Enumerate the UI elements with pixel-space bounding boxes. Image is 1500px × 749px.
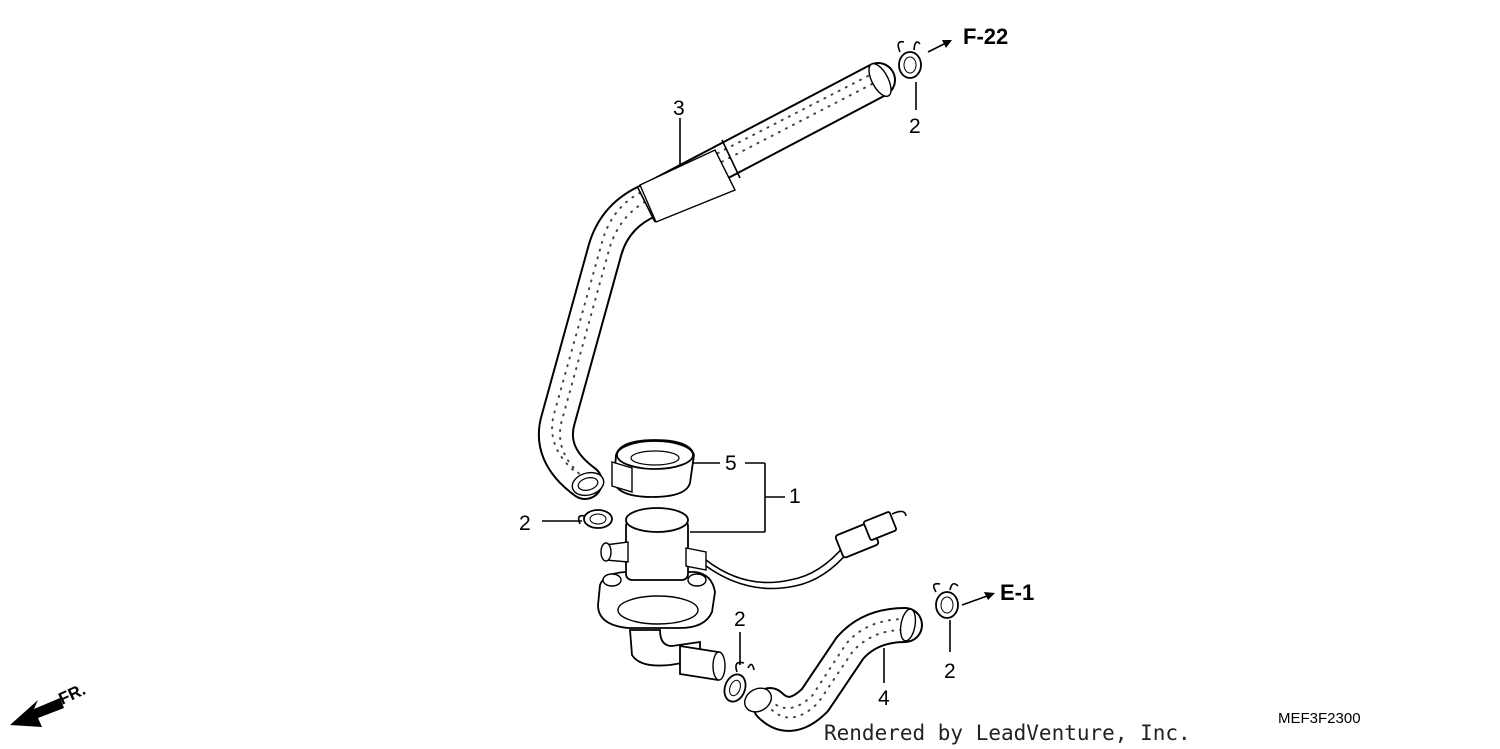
clamp-2-top[interactable]: [897, 40, 922, 79]
callout-2-left: 2: [519, 512, 531, 535]
callout-2-mid: 2: [734, 608, 746, 631]
clamp-2-mid[interactable]: [721, 661, 755, 704]
callout-2-top: 2: [909, 115, 921, 138]
callout-3: 3: [673, 97, 685, 120]
clamp-2-left[interactable]: [577, 509, 613, 529]
ref-e1[interactable]: E-1: [1000, 580, 1034, 605]
ref-f22[interactable]: F-22: [963, 24, 1008, 49]
front-arrow-icon: [10, 698, 64, 727]
solenoid-valve-1[interactable]: [597, 507, 907, 682]
credit-text: Rendered by LeadVenture, Inc.: [824, 721, 1191, 745]
clamp-2-right[interactable]: [932, 582, 959, 619]
ref-arrow-f22: [927, 40, 952, 53]
mount-rubber-5[interactable]: [611, 439, 695, 498]
hose-4[interactable]: [740, 607, 923, 732]
callout-1: 1: [789, 485, 801, 508]
leader-lines: [542, 82, 951, 683]
ref-arrow-e1: [961, 592, 995, 606]
callout-2-right: 2: [944, 660, 956, 683]
diagram-code: MEF3F2300: [1278, 710, 1361, 727]
hose-3[interactable]: [537, 60, 896, 500]
callout-5: 5: [725, 452, 737, 475]
callout-4: 4: [878, 687, 890, 710]
